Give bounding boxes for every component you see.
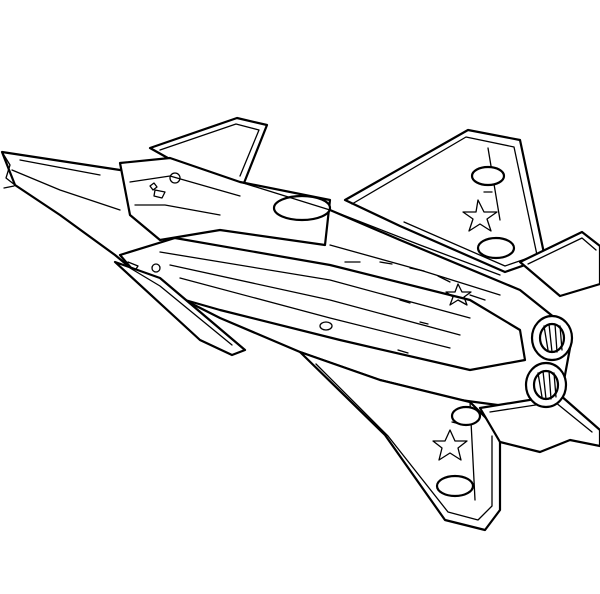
engine-nozzles <box>524 314 574 409</box>
upper-wing <box>343 128 547 274</box>
lower-wing <box>298 350 502 532</box>
lower-canard <box>113 260 247 357</box>
upper-tail-fin <box>518 230 600 298</box>
fuselage <box>0 150 572 410</box>
